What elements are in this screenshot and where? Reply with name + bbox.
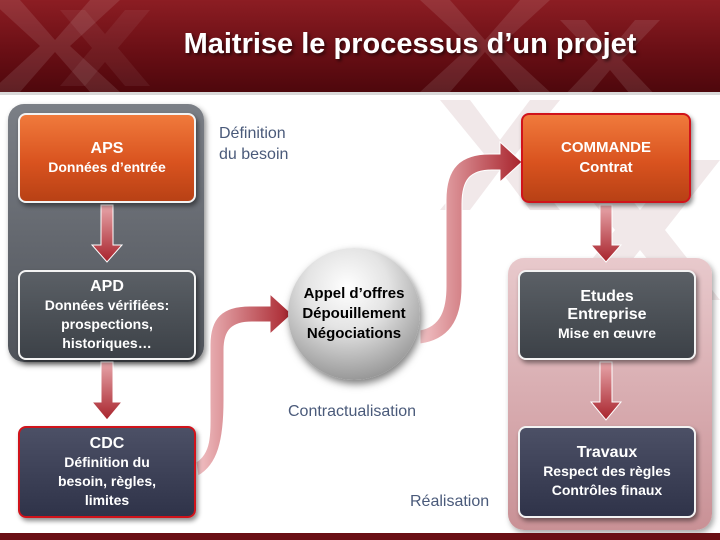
travaux-title: Travaux bbox=[576, 444, 638, 461]
etudes-box: Etudes Entreprise Mise en œuvre bbox=[518, 270, 696, 360]
definition-label-line-1: Définition bbox=[219, 125, 286, 142]
negotiation-circle: Appel d’offres Dépouillement Négociation… bbox=[288, 248, 420, 380]
aps-title: APS bbox=[90, 139, 124, 157]
realisation-label: Réalisation bbox=[410, 493, 490, 510]
cdc-line-3: besoin, règles, bbox=[57, 472, 157, 489]
banner-x-pattern bbox=[0, 0, 660, 92]
etudes-line-3: Mise en œuvre bbox=[557, 324, 657, 341]
cdc-line-4: limites bbox=[84, 491, 130, 508]
travaux-line-2: Respect des règles bbox=[543, 463, 671, 479]
apd-line-2: Données vérifiées: bbox=[44, 296, 170, 313]
circle-line-3: Négociations bbox=[306, 325, 402, 342]
cdc-line-2: Définition du bbox=[64, 453, 150, 470]
apd-line-4: historiques… bbox=[62, 334, 152, 351]
apd-box: APD Données vérifiées: prospections, his… bbox=[18, 270, 196, 360]
etudes-line-2: Entreprise bbox=[567, 305, 647, 323]
commande-subtitle: Contrat bbox=[579, 159, 633, 176]
aps-subtitle: Données d’entrée bbox=[48, 158, 166, 175]
aps-box: APS Données d’entrée bbox=[18, 113, 196, 203]
cdc-title: CDC bbox=[89, 434, 125, 452]
commande-box: COMMANDE Contrat bbox=[521, 113, 691, 203]
definition-label: Définition du besoin bbox=[219, 123, 288, 165]
definition-label-line-2: du besoin bbox=[219, 146, 289, 163]
cdc-box: CDC Définition du besoin, règles, limite… bbox=[18, 426, 196, 518]
contractualisation-label: Contractualisation bbox=[288, 403, 417, 420]
circle-line-2: Dépouillement bbox=[302, 305, 406, 322]
bottom-bar bbox=[0, 533, 720, 540]
page-title: Maitrise le processus d’un projet bbox=[183, 28, 637, 60]
title-banner: Maitrise le processus d’un projet bbox=[0, 0, 720, 95]
commande-title: COMMANDE bbox=[561, 139, 651, 156]
etudes-title: Etudes bbox=[580, 287, 634, 305]
apd-line-3: prospections, bbox=[61, 315, 153, 332]
travaux-box: Travaux Respect des règles Contrôles fin… bbox=[518, 426, 696, 518]
travaux-line-3: Contrôles finaux bbox=[551, 482, 663, 498]
apd-title: APD bbox=[90, 277, 124, 295]
circle-line-1: Appel d’offres bbox=[303, 285, 405, 302]
